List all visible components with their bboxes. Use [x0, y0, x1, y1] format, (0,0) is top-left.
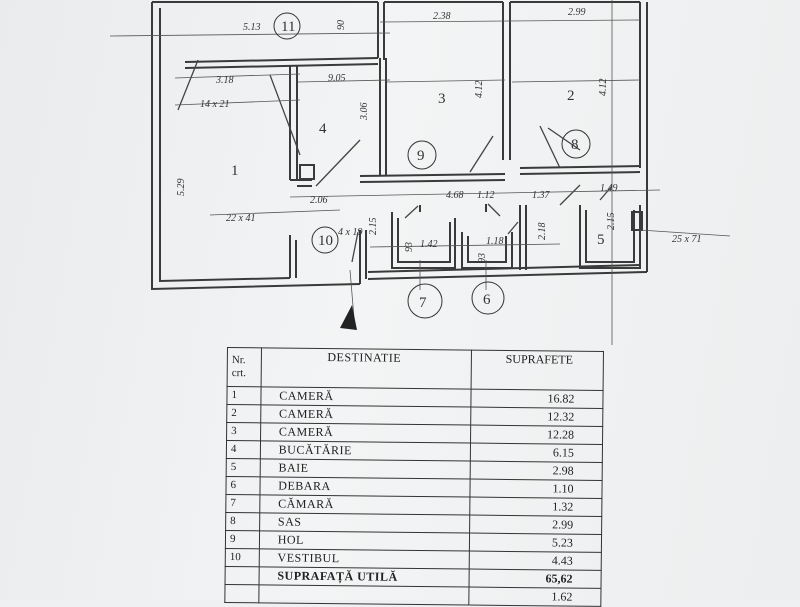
room-label-5: 5 — [597, 232, 605, 248]
total-value: 65,62 — [468, 569, 602, 589]
dim-238: 2.38 — [433, 11, 451, 22]
room-label-2: 2 — [567, 88, 575, 104]
row-destinatie: CĂMARĂ — [259, 494, 470, 516]
dim-218: 2.18 — [537, 223, 548, 241]
dim-529: 5.29 — [176, 179, 187, 197]
row-destinatie: HOL — [259, 530, 470, 552]
dimension-labels: 5.13 2.38 2.99 3.18 9.05 14 x 21 3.06 4.… — [176, 7, 701, 263]
dim-905: 9.05 — [328, 73, 346, 84]
header-destinatie: DESTINATIE — [260, 347, 472, 390]
dimension-lines — [109, 0, 731, 345]
area-table: Nr. crt. DESTINATIE SUPRAFETE 1 CAMERĂ 1… — [224, 347, 604, 607]
dim-142: 1.42 — [420, 239, 438, 250]
dim-412-b: 4.12 — [598, 79, 609, 97]
room-labels: 1 2 3 4 5 6 7 8 9 10 11 — [231, 19, 605, 311]
header-nr: Nr. crt. — [227, 347, 262, 387]
dim-206: 2.06 — [310, 195, 328, 206]
row-nr: 4 — [226, 440, 261, 459]
room-label-11: 11 — [281, 19, 295, 35]
row-suprafata: 1.32 — [469, 497, 602, 517]
dim-93-a: 93 — [404, 242, 415, 252]
row-destinatie: BAIE — [259, 458, 471, 480]
total-nr — [225, 566, 259, 585]
row-destinatie: VESTIBUL — [258, 548, 470, 570]
dim-22x41: 22 x 41 — [226, 213, 255, 224]
table-header-row: Nr. crt. DESTINATIE SUPRAFETE — [227, 347, 604, 391]
dim-137: 1.37 — [532, 190, 551, 201]
row-nr: 6 — [225, 476, 260, 495]
row-suprafata: 12.32 — [470, 407, 603, 427]
north-arrow — [340, 305, 357, 330]
dim-215-b: 2.15 — [606, 213, 617, 231]
row-suprafata: 2.98 — [470, 461, 603, 481]
row-nr: 1 — [226, 386, 261, 405]
row-suprafata: 4.43 — [469, 551, 602, 571]
room-label-8: 8 — [571, 137, 579, 153]
dim-93-b: 93 — [477, 253, 488, 263]
row-nr: 2 — [226, 404, 261, 423]
row-suprafata: 2.99 — [469, 515, 602, 535]
row-suprafata: 6.15 — [470, 443, 603, 463]
row-suprafata: 1.10 — [469, 479, 603, 499]
dim-14x21: 14 x 21 — [200, 99, 229, 110]
row-nr: 10 — [225, 548, 260, 567]
dim-90: 90 — [336, 20, 347, 30]
extra-row: 1.62 — [224, 584, 601, 607]
room-label-1: 1 — [231, 163, 239, 179]
floor-plan: 1 2 3 4 5 6 7 8 9 10 11 5.13 2.38 2.99 3… — [109, 0, 731, 345]
dim-215-a: 2.15 — [368, 218, 379, 236]
room-label-10: 10 — [318, 233, 333, 249]
row-destinatie: DEBARA — [259, 476, 471, 498]
extra-label — [258, 584, 469, 606]
row-nr: 5 — [226, 458, 261, 477]
room-label-3: 3 — [438, 91, 446, 107]
door-swings — [177, 59, 613, 263]
dim-306: 3.06 — [359, 103, 370, 122]
dim-412-a: 4.12 — [474, 81, 485, 99]
extra-nr — [224, 584, 259, 603]
header-suprafete: SUPRAFETE — [470, 350, 604, 391]
dim-4x19: 4 x 19 — [338, 227, 362, 238]
room-label-4: 4 — [319, 121, 327, 137]
room-circles — [273, 12, 591, 319]
row-suprafata: 5.23 — [469, 533, 602, 553]
total-label: SUPRAFAȚĂ UTILĂ — [258, 566, 470, 588]
row-suprafata: 16.82 — [470, 389, 604, 409]
dim-118: 1.18 — [486, 236, 504, 247]
row-destinatie: SAS — [259, 512, 470, 534]
room-label-7: 7 — [419, 295, 427, 311]
row-nr: 7 — [225, 494, 260, 513]
room-label-9: 9 — [417, 148, 425, 164]
row-destinatie: CAMERĂ — [260, 404, 471, 426]
row-nr: 9 — [225, 530, 260, 549]
extra-value: 1.62 — [468, 587, 601, 607]
row-destinatie: CAMERĂ — [260, 422, 471, 444]
room-label-6: 6 — [483, 292, 491, 308]
dim-112: 1.12 — [477, 190, 495, 201]
dim-318: 3.18 — [215, 75, 234, 86]
dim-513: 5.13 — [243, 22, 261, 33]
dim-468: 4.68 — [446, 190, 464, 201]
dim-299: 2.99 — [568, 7, 586, 18]
row-destinatie: CAMERĂ — [260, 386, 471, 408]
row-nr: 8 — [225, 512, 260, 531]
row-destinatie: BUCĂTĂRIE — [260, 440, 471, 462]
plan-walls — [151, 1, 648, 291]
row-suprafata: 12.28 — [470, 425, 603, 445]
row-nr: 3 — [226, 422, 261, 441]
dim-149: 1.49 — [600, 183, 618, 194]
dim-25x71: 25 x 71 — [672, 234, 701, 245]
